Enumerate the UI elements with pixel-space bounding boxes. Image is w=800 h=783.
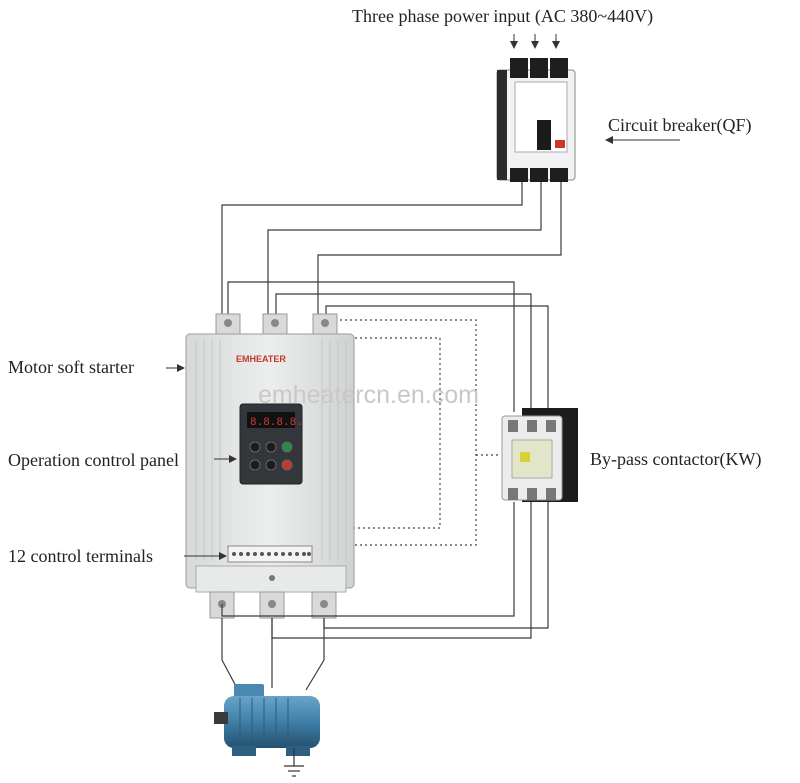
panel-button-4[interactable] [265, 459, 277, 471]
motor-soft-starter: EMHEATER 8.8.8.8. [185, 313, 355, 619]
bypass-contactor [501, 408, 578, 502]
panel-button-2[interactable] [265, 441, 277, 453]
brand-label: EMHEATER [236, 354, 286, 364]
ground-symbol [284, 748, 304, 777]
circuit-breaker [496, 58, 576, 182]
bypass-contactor-label: By-pass contactor(KW) [590, 449, 761, 470]
electric-motor [214, 684, 320, 756]
watermark: emheatercn.en.com [258, 381, 479, 409]
panel-button-1[interactable] [249, 441, 261, 453]
display-readout: 8.8.8.8. [250, 417, 303, 429]
control-terminals-label: 12 control terminals [8, 546, 153, 566]
soft-starter-label: Motor soft starter [8, 357, 134, 377]
supply-wires [221, 182, 562, 318]
panel-button-3[interactable] [249, 459, 261, 471]
control-panel-label: Operation control panel [8, 450, 179, 470]
power-input-arrows [510, 34, 560, 49]
panel-run-button[interactable] [281, 441, 293, 453]
power-input-label: Three phase power input (AC 380~440V) [352, 6, 653, 27]
bypass-input-wires [227, 281, 549, 412]
motor-wires [221, 618, 325, 691]
circuit-breaker-label: Circuit breaker(QF) [608, 115, 751, 136]
panel-stop-button[interactable] [281, 459, 293, 471]
